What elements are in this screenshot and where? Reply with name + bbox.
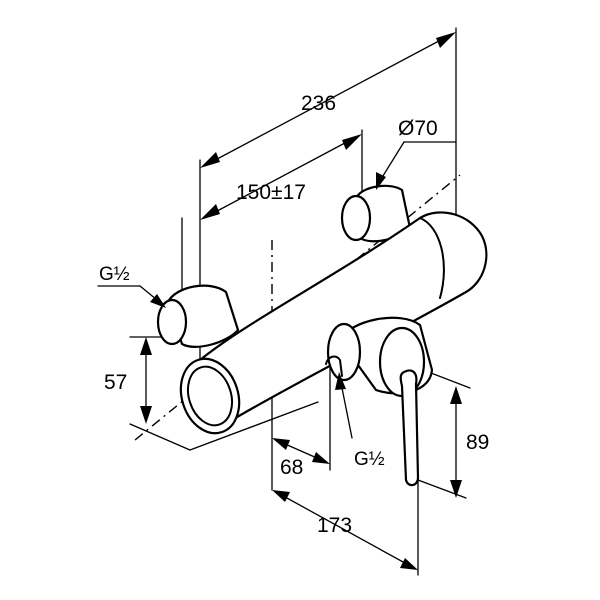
lever	[399, 369, 420, 487]
handle-assembly	[325, 316, 434, 487]
label-89: 89	[466, 431, 489, 454]
ext-89-bottom	[417, 479, 467, 499]
label-173: 173	[317, 514, 352, 537]
label-150: 150±17	[236, 181, 306, 204]
label-68: 68	[280, 456, 303, 479]
label-236: 236	[301, 92, 336, 115]
dimension-labels: 236 150±17 Ø70 G½ 57 68 G½ 173 89	[99, 92, 489, 537]
label-d70: Ø70	[398, 117, 438, 140]
ext-57-base	[189, 401, 319, 451]
rear-right-inlet	[340, 184, 412, 243]
dim-150-line	[203, 135, 359, 219]
dim-236-line	[203, 33, 453, 167]
dim-173-line	[275, 491, 415, 569]
dimension-lines	[97, 32, 462, 570]
label-57: 57	[104, 371, 127, 394]
left-inlet	[156, 284, 240, 348]
ext-57-bottom	[129, 423, 191, 451]
label-g12-bottom: G½	[354, 449, 385, 470]
label-g12-left: G½	[99, 264, 130, 285]
